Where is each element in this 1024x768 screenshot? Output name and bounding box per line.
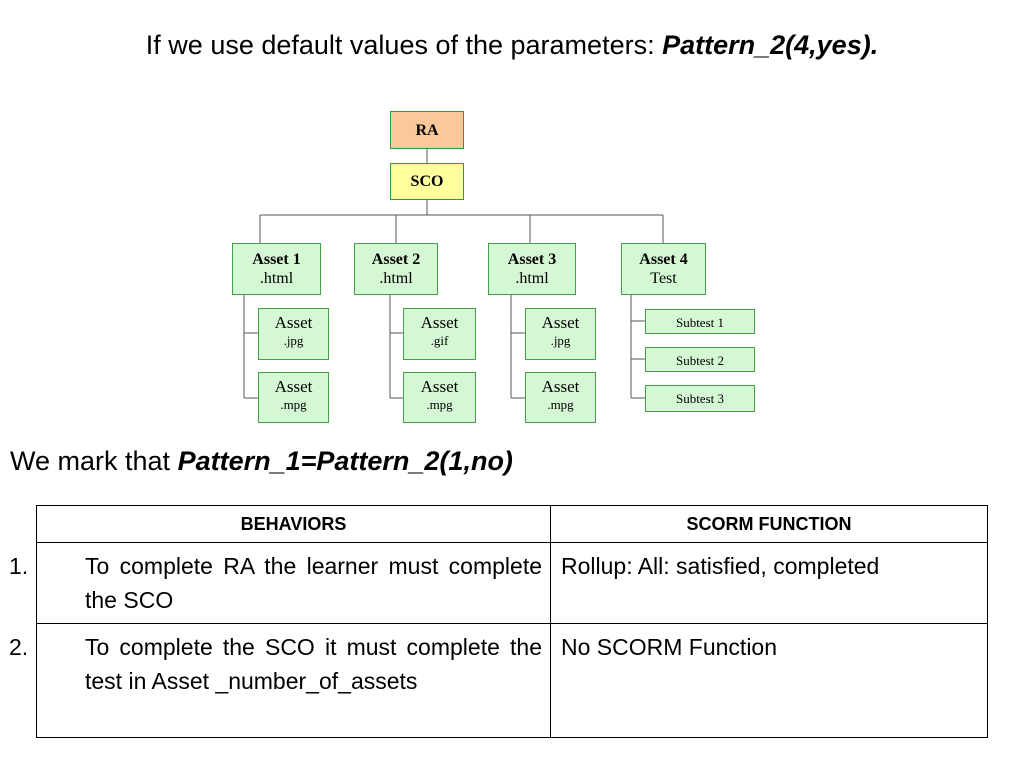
subtest-1-node: Subtest 1 <box>645 309 755 334</box>
asset-1-child-1: Asset.jpg <box>258 308 329 360</box>
tree-connectors <box>243 149 664 399</box>
pattern-note: We mark that Pattern_1=Pattern_2(1,no) <box>10 446 513 477</box>
behavior-cell: 1.To complete RA the learner must comple… <box>9 542 551 624</box>
sco-node: SCO <box>390 163 464 200</box>
asset-3-child-1: Asset.jpg <box>525 308 596 360</box>
subtest-2-node: Subtest 2 <box>645 347 755 372</box>
behavior-cell: 2.To complete the SCO it must complete t… <box>9 623 551 738</box>
table-row: 2.To complete the SCO it must complete t… <box>9 623 988 738</box>
asset-3-node: Asset 3.html <box>488 243 576 295</box>
ra-node: RA <box>390 111 464 149</box>
slide-heading: If we use default values of the paramete… <box>0 30 1024 61</box>
asset-2-node: Asset 2.html <box>354 243 438 295</box>
table-header-row: BEHAVIORS SCORM FUNCTION <box>36 505 988 543</box>
note-emphasis: Pattern_1=Pattern_2(1,no) <box>177 446 513 476</box>
note-text: We mark that <box>10 446 178 476</box>
asset-2-child-2: Asset.mpg <box>403 372 476 423</box>
scorm-function-header: SCORM FUNCTION <box>550 505 988 543</box>
behaviors-header: BEHAVIORS <box>36 505 551 543</box>
function-cell: Rollup: All: satisfied, completed <box>550 542 988 624</box>
asset-1-node: Asset 1.html <box>232 243 321 295</box>
asset-1-child-2: Asset.mpg <box>258 372 329 423</box>
table-row: 1.To complete RA the learner must comple… <box>9 542 988 624</box>
heading-emphasis: Pattern_2(4,yes). <box>662 30 879 60</box>
subtest-3-node: Subtest 3 <box>645 385 755 412</box>
asset-3-child-2: Asset.mpg <box>525 372 596 423</box>
asset-2-child-1: Asset.gif <box>403 308 476 360</box>
heading-text: If we use default values of the paramete… <box>145 30 663 60</box>
behaviors-table: BEHAVIORS SCORM FUNCTION 1.To complete R… <box>9 505 988 738</box>
function-cell: No SCORM Function <box>550 623 988 738</box>
